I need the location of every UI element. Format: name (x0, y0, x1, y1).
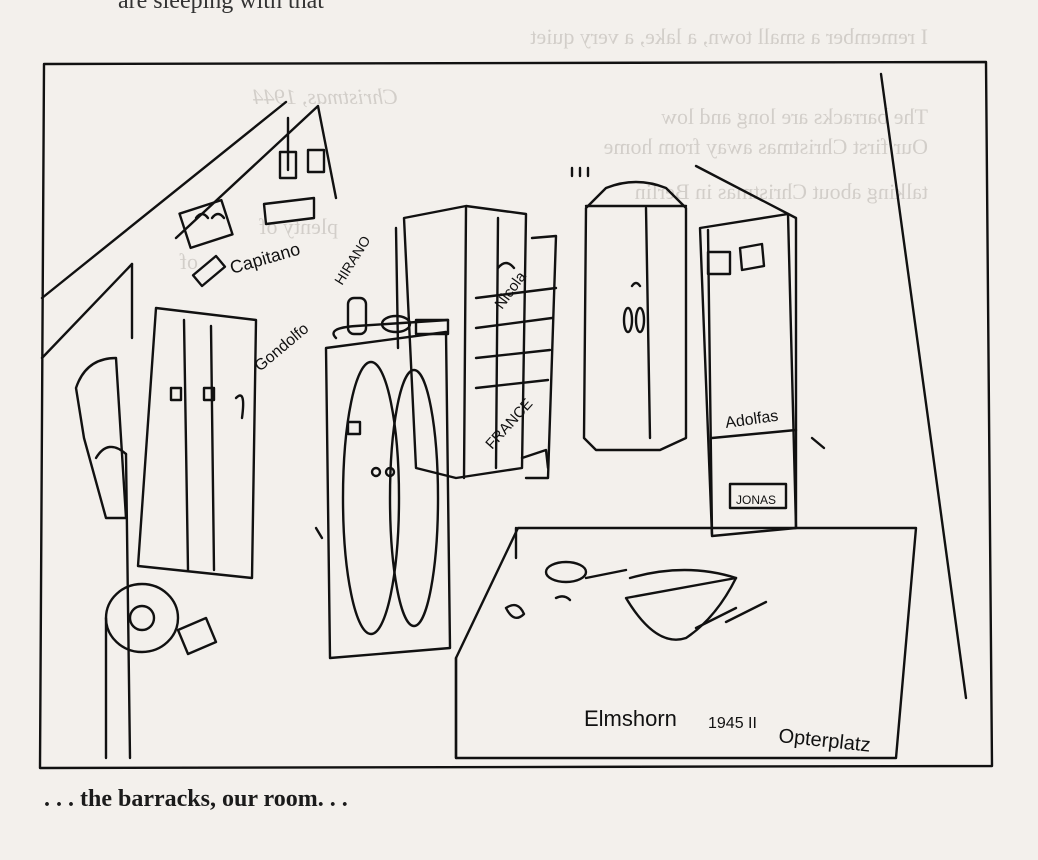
food (504, 603, 526, 620)
locker-panel (388, 368, 440, 628)
locker-handle (169, 386, 183, 402)
cabinet-handle (622, 306, 634, 334)
wall-shelf (191, 254, 227, 288)
table (454, 526, 918, 760)
spoon (584, 568, 628, 580)
locker-handle (346, 420, 362, 436)
locker-door-seam (209, 324, 216, 572)
cutlery (694, 600, 768, 630)
wall-photo (306, 148, 326, 174)
wash-basin (104, 582, 180, 654)
small-box (414, 318, 450, 336)
signature-name: Opterplatz (777, 725, 871, 757)
shelf-unit (524, 234, 558, 480)
soap-box (176, 616, 218, 656)
picture-sketch (194, 212, 226, 220)
locker-panel (341, 360, 401, 636)
signature-place: Elmshorn (584, 706, 677, 731)
ceiling-line (40, 100, 288, 300)
cabinet-marks (570, 166, 590, 178)
left-pole (124, 452, 132, 760)
bowl-rim (628, 568, 738, 580)
cabinet-seam (644, 206, 652, 440)
right-wall-line (694, 164, 798, 530)
label-hirano: HIRANO (331, 233, 373, 288)
wall-calendar (706, 250, 732, 276)
page-top-text-fragment: are sleeping with that (118, 0, 324, 14)
locker-seam (706, 228, 714, 536)
pole (394, 226, 400, 350)
wall-calendar (738, 242, 766, 272)
barracks-sketch: Capitano Gondolfo HIRANO Nicola FRANCE A… (38, 60, 994, 770)
locker-hirano (324, 330, 452, 660)
back-locker (402, 204, 528, 480)
locker-handle (202, 386, 216, 402)
locker-divider (710, 428, 798, 440)
wall-beam (174, 104, 338, 240)
wall-box (262, 196, 316, 226)
jonas-label-box (728, 482, 788, 510)
bleed-line: I remember a small town, a lake, a very … (530, 24, 928, 49)
locker-top (332, 318, 450, 340)
locker-knob (370, 466, 382, 478)
figure-caption: . . . the barracks, our room. . . (44, 786, 348, 812)
back-locker-seam (494, 216, 500, 470)
wall-line (40, 262, 134, 360)
hook (94, 445, 128, 460)
basin-drain (128, 604, 156, 632)
spoon (554, 595, 572, 602)
right-wall-line (879, 72, 968, 700)
label-capitano: Capitano (228, 239, 303, 278)
label-gondolfo: Gondolfo (252, 320, 313, 375)
cabinet-handle (634, 306, 646, 334)
locker-knob (384, 466, 396, 478)
locker-capitano (136, 306, 258, 580)
locker-adolfas (698, 212, 798, 538)
mixing-bowl (624, 576, 738, 641)
hanging-cloth (234, 394, 245, 420)
small-object (520, 448, 550, 470)
shelf-lines (474, 286, 558, 390)
left-cabinet-side (74, 356, 128, 520)
label-france: FRANCE (482, 395, 536, 452)
nicola-sign (496, 261, 516, 270)
label-adolfas: Adolfas (724, 408, 779, 432)
mark (810, 436, 826, 450)
wall-picture (178, 198, 234, 250)
signature-date: 1945 II (708, 715, 757, 732)
plate (544, 560, 588, 584)
wall-photo (278, 150, 298, 180)
locker-door-seam (182, 318, 190, 572)
back-locker-seam (462, 206, 468, 480)
big-cabinet (582, 180, 688, 452)
sketch-frame (38, 60, 994, 770)
mark (314, 526, 324, 540)
label-jonas: JONAS (736, 493, 776, 507)
jar (346, 296, 368, 336)
cabinet-mark (630, 281, 642, 288)
